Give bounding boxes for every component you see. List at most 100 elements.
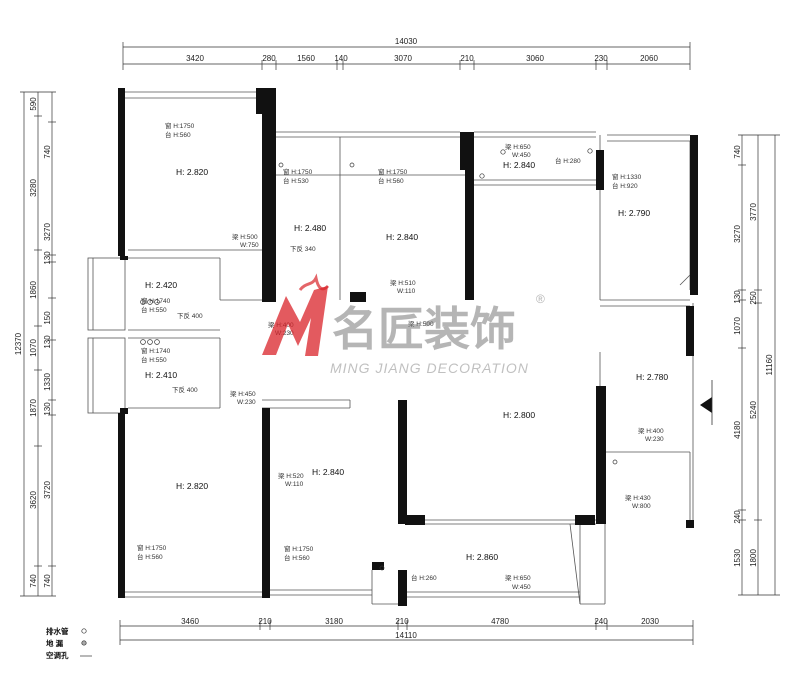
note: 梁 H:650 bbox=[505, 573, 531, 582]
top-dim: 210 bbox=[460, 54, 474, 63]
note: W:230 bbox=[645, 436, 664, 443]
note: 窗 H:1750 bbox=[283, 167, 313, 176]
bottom-dim: 2030 bbox=[641, 617, 659, 626]
left-dim: 1870 bbox=[29, 399, 38, 417]
room-height-label: H: 2.820 bbox=[176, 481, 208, 491]
left-dim: 1330 bbox=[43, 373, 52, 391]
watermark-en: MING JIANG DECORATION bbox=[330, 360, 529, 376]
room-height-label: H: 2.420 bbox=[145, 280, 177, 290]
left-total-dim: 12370 bbox=[14, 332, 23, 355]
left-dimensions bbox=[20, 91, 56, 597]
note: 梁 H:400 bbox=[638, 426, 664, 435]
note: 窗 H:1750 bbox=[378, 167, 408, 176]
note: 梁 H:510 bbox=[390, 278, 416, 287]
note: 下反 340 bbox=[290, 244, 316, 253]
note: W:110 bbox=[397, 288, 416, 295]
bottom-dim: 210 bbox=[395, 617, 409, 626]
brand-flame-icon bbox=[298, 273, 330, 291]
note: W:230 bbox=[275, 330, 294, 337]
watermark-logo: 名匠装饰 ® MING JIANG DECORATION bbox=[262, 273, 545, 376]
left-dim: 150 bbox=[43, 311, 52, 325]
walls bbox=[118, 88, 698, 606]
bottom-dim: 4780 bbox=[491, 617, 509, 626]
left-dim: 740 bbox=[43, 574, 52, 588]
left-dim: 3620 bbox=[29, 491, 38, 509]
top-total-dim: 14030 bbox=[395, 37, 418, 46]
note: 台 H:550 bbox=[141, 355, 167, 364]
right-total-dim: 11160 bbox=[765, 354, 774, 376]
note: 梁 H:450 bbox=[230, 389, 256, 398]
right-dim: 250 bbox=[749, 291, 758, 305]
drain-pipe-icon bbox=[140, 339, 146, 345]
left-dim: 740 bbox=[29, 574, 38, 588]
legend-floor-drain-label: 地 漏 bbox=[46, 638, 64, 648]
drain-pipe-icon bbox=[500, 149, 506, 155]
room-height-label: H: 2.790 bbox=[618, 208, 650, 218]
note: W:450 bbox=[512, 152, 531, 159]
left-dim: 1070 bbox=[29, 339, 38, 357]
note: 窗 H:1750 bbox=[137, 543, 167, 552]
floor-drain-icon bbox=[379, 565, 385, 571]
annotations: 窗 H:1750 台 H:560 窗 H:1750 台 H:530 窗 H:17… bbox=[137, 121, 664, 591]
right-dim: 4180 bbox=[733, 421, 742, 439]
note: 窗 H:1740 bbox=[141, 296, 171, 305]
room-height-label: H: 2.410 bbox=[145, 370, 177, 380]
top-dim: 2060 bbox=[640, 54, 658, 63]
note: 窗 H:1740 bbox=[141, 346, 171, 355]
drain-pipe-icon bbox=[147, 299, 153, 305]
entrance-arrow-icon bbox=[700, 397, 712, 413]
note: W:230 bbox=[237, 399, 256, 406]
left-dim: 3280 bbox=[29, 179, 38, 197]
bottom-dim: 3180 bbox=[325, 617, 343, 626]
right-dim: 3270 bbox=[733, 225, 742, 243]
left-dim: 130 bbox=[43, 335, 52, 349]
top-dim: 3060 bbox=[526, 54, 544, 63]
right-dim: 1070 bbox=[733, 317, 742, 335]
room-labels: H: 2.820 H: 2.480 H: 2.840 H: 2.840 H: 2… bbox=[145, 160, 668, 562]
bottom-dim: 210 bbox=[258, 617, 272, 626]
note: 台 H:550 bbox=[141, 305, 167, 314]
legend: 排水管 地 漏 空调孔 bbox=[46, 626, 92, 660]
top-dim: 140 bbox=[334, 54, 348, 63]
room-height-label: H: 2.820 bbox=[176, 167, 208, 177]
drain-pipe-icon bbox=[154, 339, 160, 345]
room-height-label: H: 2.840 bbox=[386, 232, 418, 242]
note: 台 H:920 bbox=[612, 181, 638, 190]
drain-pipe-icon bbox=[278, 162, 284, 168]
right-dim: 740 bbox=[733, 145, 742, 159]
floor-drain-icon bbox=[479, 173, 485, 179]
note: 台 H:280 bbox=[555, 156, 581, 165]
floor-drain-icon bbox=[81, 640, 87, 646]
right-dim: 3770 bbox=[749, 203, 758, 221]
room-height-label: H: 2.780 bbox=[636, 372, 668, 382]
drain-markers bbox=[140, 148, 618, 571]
note: 台 H:260 bbox=[411, 573, 437, 582]
left-dim: 130 bbox=[43, 402, 52, 416]
bottom-dimensions bbox=[119, 620, 694, 645]
note: 台 H:530 bbox=[283, 176, 309, 185]
right-dim: 130 bbox=[733, 290, 742, 304]
note: W:800 bbox=[632, 503, 651, 510]
note: 下反 400 bbox=[177, 311, 203, 320]
note: 梁 H:430 bbox=[625, 493, 651, 502]
left-dim: 3720 bbox=[43, 481, 52, 499]
right-dim: 1800 bbox=[749, 549, 758, 567]
bottom-dim: 3460 bbox=[181, 617, 199, 626]
left-dim: 590 bbox=[29, 97, 38, 111]
note: 下反 400 bbox=[172, 385, 198, 394]
note: 窗 H:1750 bbox=[284, 544, 314, 553]
right-dim: 5240 bbox=[749, 401, 758, 419]
note: 梁 H:500 bbox=[408, 319, 434, 328]
room-height-label: H: 2.480 bbox=[294, 223, 326, 233]
drain-pipe-icon bbox=[81, 628, 87, 634]
watermark-cn: 名匠装饰 bbox=[332, 303, 516, 355]
floor-drain-icon bbox=[612, 459, 618, 465]
bottom-total-dim: 14110 bbox=[395, 631, 417, 640]
note: W:110 bbox=[285, 481, 304, 488]
drain-pipe-icon bbox=[140, 299, 146, 305]
legend-drain-label: 排水管 bbox=[46, 626, 69, 636]
right-dim: 240 bbox=[733, 510, 742, 524]
note: 台 H:560 bbox=[137, 552, 163, 561]
note: 台 H:560 bbox=[284, 553, 310, 562]
drain-pipe-icon bbox=[147, 339, 153, 345]
